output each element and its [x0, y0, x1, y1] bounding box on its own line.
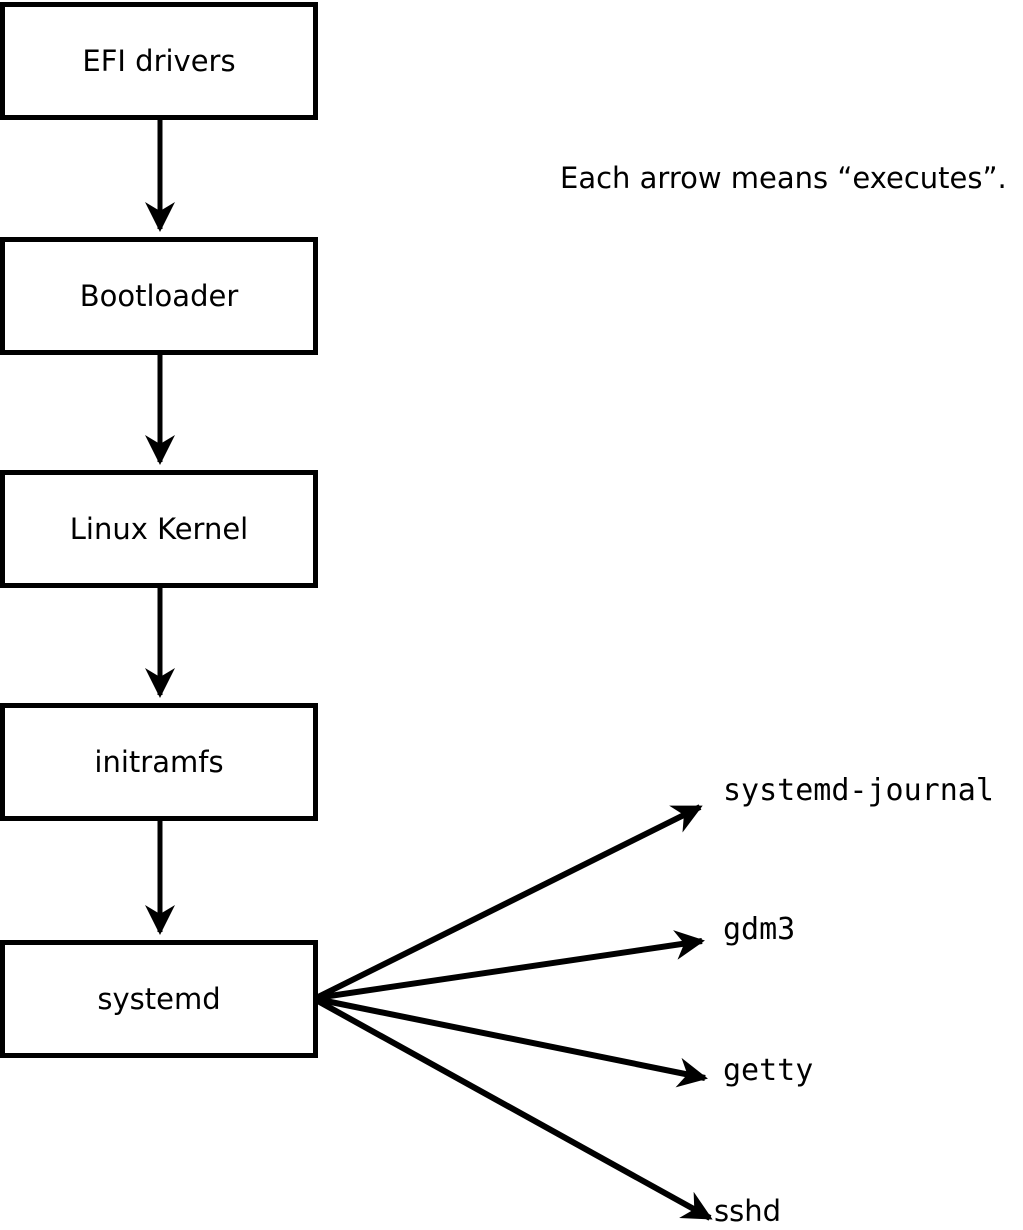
node-bootloader: Bootloader	[0, 237, 318, 355]
node-linux-kernel-label: Linux Kernel	[69, 511, 249, 546]
node-initramfs: initramfs	[0, 703, 318, 821]
target-systemd-journal: systemd-journal	[723, 773, 994, 808]
node-systemd: systemd	[0, 940, 318, 1058]
arrow-systemd-to-systemd-journal	[314, 804, 703, 1001]
arrow-systemd-to-gdm3	[315, 930, 705, 1001]
node-bootloader-label: Bootloader	[79, 278, 239, 313]
target-getty: getty	[723, 1053, 814, 1088]
target-sshd: sshd	[714, 1194, 782, 1228]
arrow-systemd-to-sshd	[314, 997, 713, 1221]
node-linux-kernel: Linux Kernel	[0, 470, 318, 588]
arrow-systemd-to-getty	[315, 996, 708, 1088]
target-gdm3: gdm3	[723, 912, 796, 947]
legend-note: Each arrow means “executes”.	[560, 161, 1007, 195]
node-systemd-label: systemd	[97, 981, 221, 1016]
node-efi-drivers-label: EFI drivers	[82, 43, 236, 78]
node-initramfs-label: initramfs	[94, 744, 224, 779]
node-efi-drivers: EFI drivers	[0, 2, 318, 120]
